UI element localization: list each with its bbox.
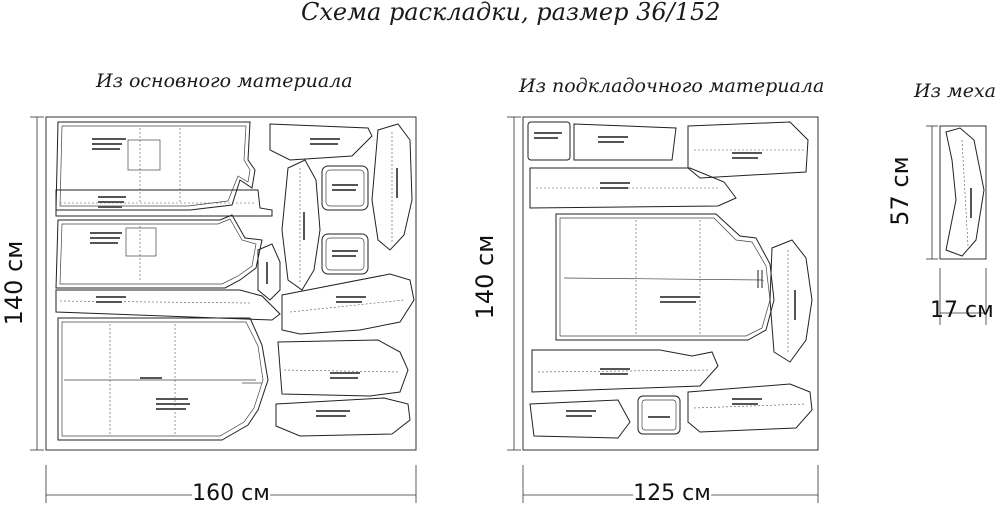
pattern-piece xyxy=(769,239,813,363)
pattern-piece xyxy=(945,127,985,257)
main-height-label: 140 см xyxy=(0,240,28,326)
pattern-piece xyxy=(321,165,369,211)
pattern-piece xyxy=(687,383,813,433)
lining-fabric-board xyxy=(507,116,819,503)
pattern-piece xyxy=(371,123,413,251)
lining-fabric-label: Из подкладочного материала xyxy=(519,75,825,97)
pattern-piece xyxy=(281,159,321,291)
pattern-piece xyxy=(55,189,273,217)
fur-label: Из меха xyxy=(914,80,997,102)
pattern-piece xyxy=(257,243,281,301)
fur-width-label: 17 см xyxy=(930,298,994,323)
main-width-label: 160 см xyxy=(192,481,270,506)
pattern-piece xyxy=(527,121,571,161)
page-title: Схема раскладки, размер 36/152 xyxy=(301,0,721,26)
pattern-piece xyxy=(529,399,631,439)
pattern-piece xyxy=(55,289,281,321)
pattern-piece xyxy=(55,214,263,289)
pattern-piece xyxy=(275,397,411,437)
pattern-piece xyxy=(573,123,677,161)
pattern-piece xyxy=(529,167,737,209)
pattern-piece xyxy=(242,339,409,397)
main-fabric-label: Из основного материала xyxy=(96,70,353,92)
pattern-piece xyxy=(637,395,681,435)
pattern-piece xyxy=(269,123,373,161)
main-fabric-board xyxy=(30,116,417,503)
fur-height-label: 57 см xyxy=(886,156,914,226)
lining-height-label: 140 см xyxy=(471,234,499,320)
pattern-piece xyxy=(321,233,369,275)
pattern-piece xyxy=(555,213,775,341)
pattern-piece xyxy=(531,349,719,393)
pattern-piece xyxy=(687,121,809,179)
pattern-piece xyxy=(57,317,269,441)
fur-board xyxy=(926,125,987,325)
pattern-piece xyxy=(281,273,415,335)
lining-width-label: 125 см xyxy=(633,481,711,506)
pattern-piece xyxy=(55,121,256,211)
